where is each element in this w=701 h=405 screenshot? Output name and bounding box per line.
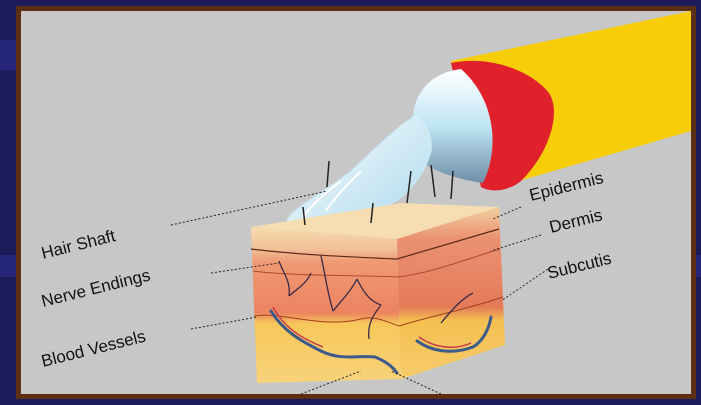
- label-blood-vessels: Blood Vessels: [39, 327, 147, 371]
- label-nerve-endings: Nerve Endings: [39, 265, 152, 310]
- skin-diagram: Hair Shaft Nerve Endings Blood Vessels E…: [21, 11, 691, 394]
- left-band-bottom: [0, 255, 16, 277]
- label-subcutis: Subcutis: [545, 249, 613, 283]
- diagram-frame: Hair Shaft Nerve Endings Blood Vessels E…: [16, 6, 696, 399]
- label-dermis: Dermis: [547, 205, 604, 236]
- left-band-top: [0, 40, 16, 70]
- right-band: [696, 255, 701, 277]
- label-hair-shaft: Hair Shaft: [39, 226, 117, 263]
- diagram-panel: Hair Shaft Nerve Endings Blood Vessels E…: [21, 11, 691, 394]
